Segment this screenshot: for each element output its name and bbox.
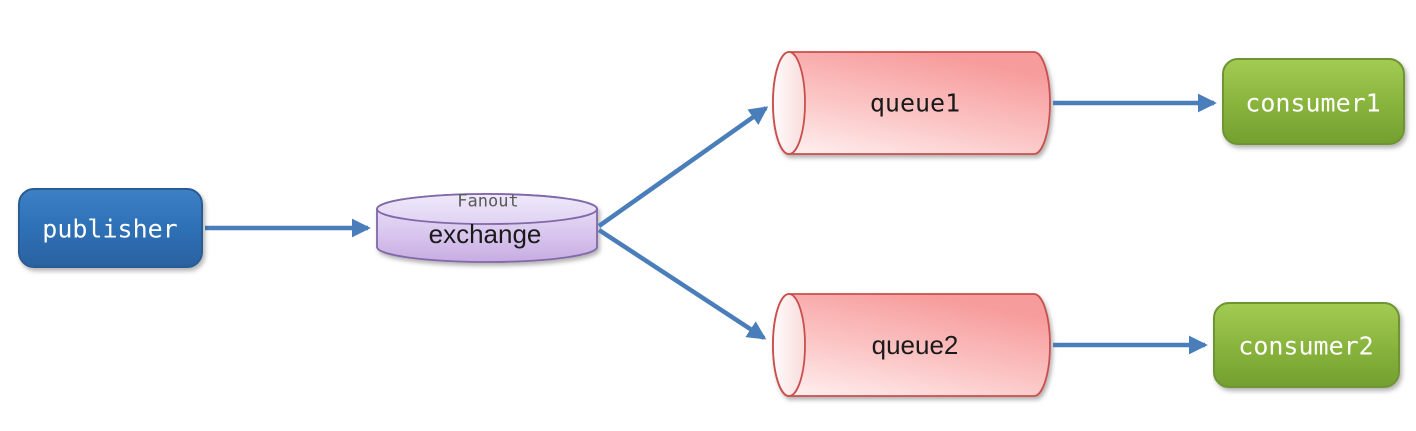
queue2-cylinder bbox=[772, 293, 1051, 397]
exchange-label: exchange bbox=[428, 219, 542, 249]
edge-exchange-queue2 bbox=[597, 228, 767, 340]
exchange-type-label: Fanout bbox=[457, 191, 519, 212]
exchange-cylinder-top bbox=[376, 193, 598, 225]
consumer1-node bbox=[1222, 58, 1405, 145]
consumer2-label: consumer2 bbox=[1238, 331, 1374, 361]
publisher-label: publisher bbox=[42, 214, 178, 244]
consumer2-node bbox=[1213, 302, 1400, 388]
consumer1-label: consumer1 bbox=[1245, 88, 1381, 118]
exchange-cylinder bbox=[376, 193, 598, 263]
publisher-node bbox=[18, 188, 203, 268]
edge-exchange-queue1 bbox=[597, 106, 769, 228]
queue2-label: queue2 bbox=[871, 330, 959, 360]
queue1-label: queue1 bbox=[869, 88, 961, 118]
queue1-cylinder bbox=[772, 51, 1051, 155]
queue2-cylinder-cap bbox=[772, 293, 806, 397]
queue1-cylinder-cap bbox=[772, 51, 806, 155]
